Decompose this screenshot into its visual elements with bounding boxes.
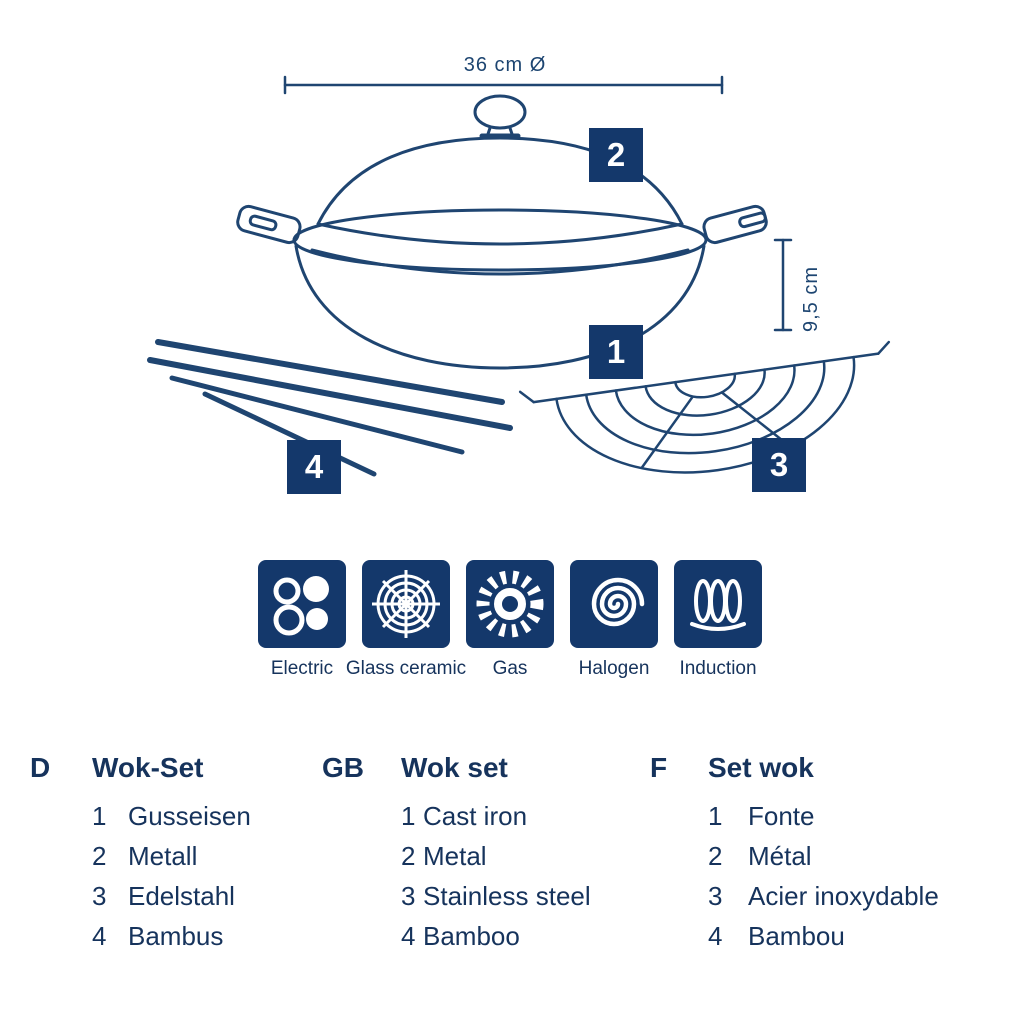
gas-hob-icon: [466, 560, 554, 648]
hob-gas: Gas: [466, 560, 554, 680]
legend-title: Wok-Set: [92, 752, 204, 783]
legend-item: 3 Edelstahl: [92, 881, 235, 911]
legend-item: 1 Fonte: [708, 801, 815, 831]
callout-badge-chopsticks: 4: [287, 440, 341, 494]
width-dimension-label: 36 cm Ø: [463, 54, 547, 76]
chopsticks-drawing: [147, 339, 513, 477]
hob-label-gas: Gas: [492, 658, 528, 679]
halogen-hob-icon: [570, 560, 658, 648]
glass-ceramic-hob-icon: [362, 560, 450, 648]
lid-knob: [473, 94, 527, 130]
rack-drawing: [518, 340, 891, 474]
height-dimension-label: 9,5 cm: [800, 265, 822, 332]
right-handle: [702, 204, 768, 245]
induction-hob-icon: [674, 560, 762, 648]
callout-badge-rack: 3: [752, 438, 806, 492]
hob-label-electric: Electric: [270, 658, 334, 679]
legend-item: 4 Bambou: [708, 921, 845, 951]
legend-title: Set wok: [708, 752, 814, 783]
legend-item: 2 Metall: [92, 841, 198, 871]
legend-item: 3 Acier inoxydable: [708, 881, 939, 911]
hob-halogen: Halogen: [570, 560, 658, 680]
hob-electric: Electric: [258, 560, 346, 680]
callout-badge-lid: 2: [589, 128, 643, 182]
legend-item: 2 Métal: [708, 841, 812, 871]
electric-hob-icon: [258, 560, 346, 648]
hob-label-glass-ceramic: Glass ceramic: [345, 658, 467, 679]
hob-compatibility-row: Electric Glass ceramic Gas: [258, 560, 762, 680]
callout-badge-wok: 1: [589, 325, 643, 379]
wok-body-drawing: [236, 204, 768, 370]
legend-item: 4 Bambus: [92, 921, 224, 951]
legend-item: 3 Stainless steel: [401, 881, 591, 911]
left-handle: [236, 204, 302, 245]
legend-item: 1 Gusseisen: [92, 801, 251, 831]
legend-item: 2 Metal: [401, 841, 487, 871]
legend-item: 4 Bamboo: [401, 921, 520, 951]
hob-glass-ceramic: Glass ceramic: [346, 560, 466, 680]
legend-title: Wok set: [401, 752, 508, 783]
legend-lang-code: F: [650, 752, 668, 783]
hob-induction: Induction: [674, 560, 762, 680]
legend-column-english: GB Wok set 1 Cast iron 2 Metal 3 Stainle…: [322, 752, 591, 956]
legend-column-french: F Set wok 1 Fonte 2 Métal 3 Acier inoxyd…: [650, 752, 939, 956]
legend-lang-code: GB: [322, 752, 364, 783]
hob-label-halogen: Halogen: [578, 658, 650, 679]
height-dimension-line: [773, 238, 793, 332]
wok-set-drawing: [147, 75, 891, 477]
legend-column-german: D Wok-Set 1 Gusseisen 2 Metall 3 Edelsta…: [30, 752, 251, 956]
width-dimension-line: [283, 75, 724, 95]
legend-item: 1 Cast iron: [401, 801, 528, 831]
legend-lang-code: D: [30, 752, 51, 783]
hob-label-induction: Induction: [679, 658, 757, 679]
